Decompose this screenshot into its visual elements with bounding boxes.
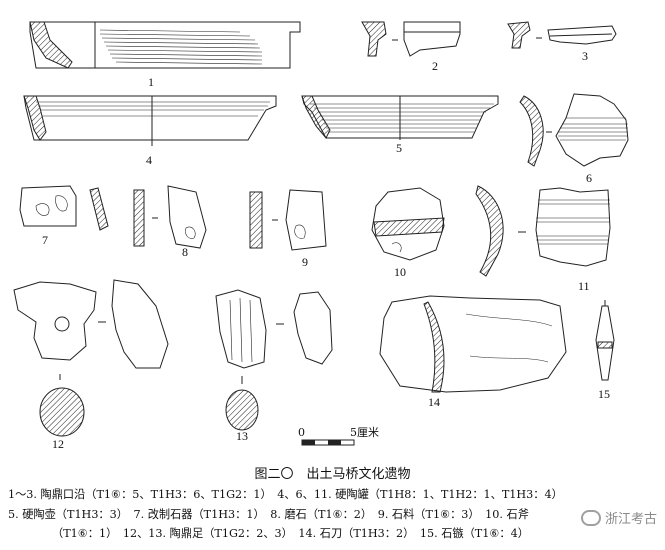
artifact-1-drawing <box>29 21 301 69</box>
artifact-11-number: 11 <box>578 279 590 293</box>
artifact-5-number: 5 <box>396 141 402 155</box>
artifact-13-number: 13 <box>236 429 248 443</box>
artifact-10-drawing <box>371 187 445 261</box>
artifact-3-drawing <box>507 21 617 49</box>
artifact-9-number: 9 <box>302 255 308 269</box>
figure-legend-line-2: 5. 硬陶壶（T1H3：3） 7. 改制石器（T1H3：1） 8. 磨石（T1⑥… <box>8 508 529 521</box>
artifact-8-drawing <box>133 185 207 249</box>
artifact-15-number: 15 <box>598 387 610 401</box>
artifact-4-drawing <box>23 95 277 146</box>
artifact-13-drawing <box>215 289 333 431</box>
artifact-6-drawing <box>519 93 629 167</box>
scale-bar: 0 5厘米 <box>298 426 379 446</box>
artifact-14-number: 14 <box>428 395 440 409</box>
artifact-10-number: 10 <box>394 265 406 279</box>
artifact-14-drawing <box>379 295 567 393</box>
artifact-12-drawing <box>13 279 169 437</box>
watermark-text: 浙江考古 <box>604 512 657 527</box>
figure-legend-line-3: （T1⑥：1） 12、13. 陶鼎足（T1G2：2、3） 14. 石刀（T1H3… <box>52 527 529 540</box>
artifact-11-drawing <box>475 185 611 277</box>
watermark: 浙江考古 <box>580 508 657 527</box>
artifact-6-number: 6 <box>586 171 592 185</box>
figure-legend-line-1: 1～3. 陶鼎口沿（T1⑥：5、T1H3：6、T1G2：1） 4、6、11. 硬… <box>8 488 563 501</box>
artifact-12-number: 12 <box>52 437 64 451</box>
scale-bar-start: 0 <box>298 426 305 439</box>
figure-caption: 图二〇 出土马桥文化遗物 <box>254 467 411 482</box>
artifact-5-drawing <box>301 95 499 140</box>
artifact-3-number: 3 <box>582 49 588 63</box>
artifact-7-number: 7 <box>42 233 48 247</box>
artifact-2-drawing <box>361 21 461 57</box>
artifact-1-number: 1 <box>148 75 154 89</box>
scale-bar-end: 5厘米 <box>350 426 379 439</box>
artifact-15-drawing <box>595 300 615 381</box>
wechat-icon <box>580 509 601 526</box>
artifact-9-drawing <box>249 189 327 251</box>
artifact-7-drawing <box>19 185 109 231</box>
artifact-8-number: 8 <box>182 245 188 259</box>
artifact-2-number: 2 <box>432 59 438 73</box>
artifact-4-number: 4 <box>146 153 152 167</box>
